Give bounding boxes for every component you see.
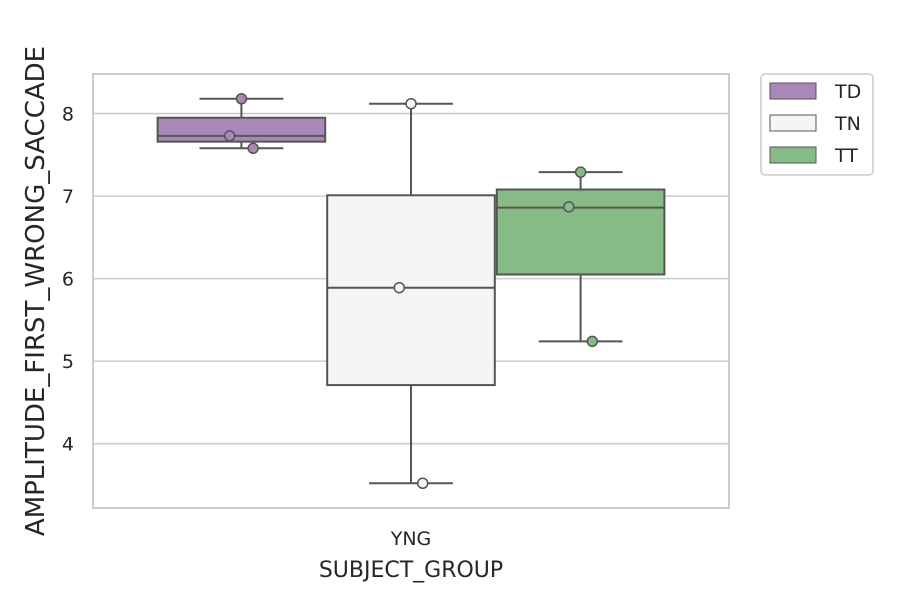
data-point xyxy=(247,142,259,155)
legend-label: TD xyxy=(834,81,861,103)
y-tick-labels: 4 5 6 7 8 xyxy=(62,104,74,456)
legend-swatch xyxy=(769,82,817,100)
data-point xyxy=(405,97,417,110)
box-tn xyxy=(326,97,496,489)
data-point xyxy=(235,93,248,105)
data-point xyxy=(574,166,587,178)
data-point xyxy=(586,335,599,348)
y-tick-label: 7 xyxy=(62,186,74,208)
legend-label: TT xyxy=(834,145,858,167)
data-point xyxy=(416,477,429,489)
box-body xyxy=(495,188,666,276)
x-axis-label: SUBJECT_GROUP xyxy=(319,558,503,583)
legend-swatch xyxy=(769,114,817,132)
data-point xyxy=(393,281,406,294)
x-tick-labels: YNG xyxy=(390,528,432,550)
legend[interactable]: TD TN TT xyxy=(760,73,874,176)
data-point xyxy=(223,130,236,142)
boxes-layer xyxy=(156,93,666,489)
box-td xyxy=(156,93,327,155)
y-tick-label: 5 xyxy=(62,351,74,373)
plot-frame xyxy=(92,73,730,509)
data-point xyxy=(563,201,575,213)
box-body xyxy=(326,194,496,387)
y-axis-label: AMPLITUDE_FIRST_WRONG_SACCADE xyxy=(21,46,51,536)
box-body xyxy=(156,116,327,143)
legend-swatch xyxy=(769,146,817,164)
y-tick-label: 6 xyxy=(62,269,74,291)
box-tt xyxy=(495,166,666,348)
y-tick-label: 8 xyxy=(62,104,74,126)
x-tick-label: YNG xyxy=(390,528,432,550)
y-tick-label: 4 xyxy=(62,434,74,456)
legend-label: TN xyxy=(834,113,861,135)
